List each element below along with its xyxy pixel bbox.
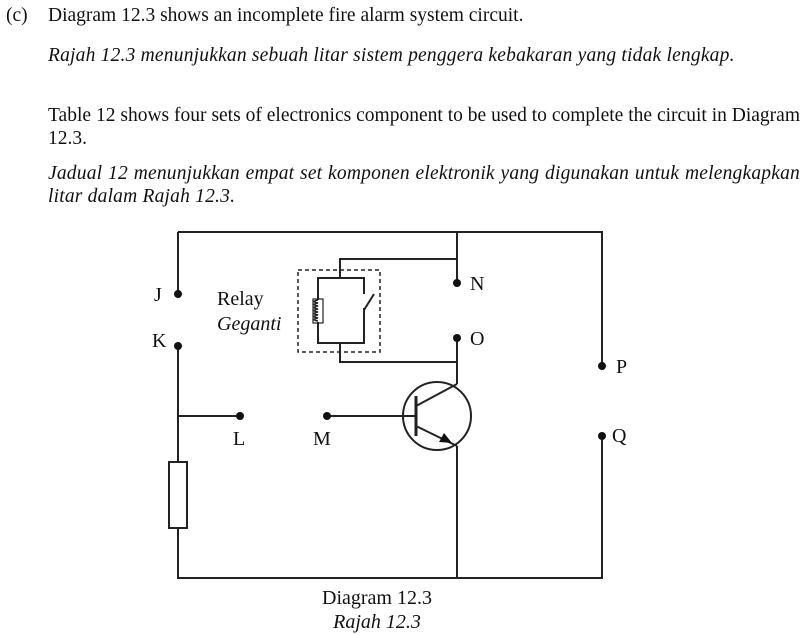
relay-label-en: Relay (217, 288, 264, 310)
terminal-n (453, 279, 461, 287)
label-n: N (470, 273, 484, 295)
label-l: L (233, 428, 245, 450)
transistor-icon (402, 381, 472, 451)
question-text-en-1: Diagram 12.3 shows an incomplete fire al… (48, 5, 524, 26)
label-k: K (152, 330, 167, 352)
label-j: J (154, 284, 162, 306)
diagram-caption-en: Diagram 12.3 (322, 587, 432, 609)
relay-label-ms: Geganti (217, 313, 281, 335)
terminal-l (236, 412, 244, 420)
terminal-k (174, 342, 182, 350)
label-q: Q (612, 425, 627, 447)
question-text-en-2: Table 12 shows four sets of electronics … (48, 105, 800, 149)
terminal-m (323, 412, 331, 420)
question-label: (c) (6, 5, 28, 26)
label-m: M (313, 428, 331, 450)
question-text-ms-1: Rajah 12.3 menunjukkan sebuah litar sist… (48, 45, 735, 66)
resistor (168, 461, 188, 529)
relay-coil-icon (313, 299, 319, 322)
circuit-wires (177, 231, 603, 579)
relay-dashed-box (297, 269, 381, 353)
terminal-q (598, 432, 606, 440)
terminal-dots (174, 279, 606, 440)
terminal-o (453, 334, 461, 342)
relay (297, 269, 381, 353)
terminal-p (598, 362, 606, 370)
label-o: O (470, 328, 484, 350)
label-p: P (616, 356, 627, 378)
diagram-caption-ms: Rajah 12.3 (332, 611, 421, 633)
terminal-j (174, 290, 182, 298)
question-text-ms-2: Jadual 12 menunjukkan empat set komponen… (48, 163, 800, 207)
relay-switch-contact (363, 293, 375, 311)
